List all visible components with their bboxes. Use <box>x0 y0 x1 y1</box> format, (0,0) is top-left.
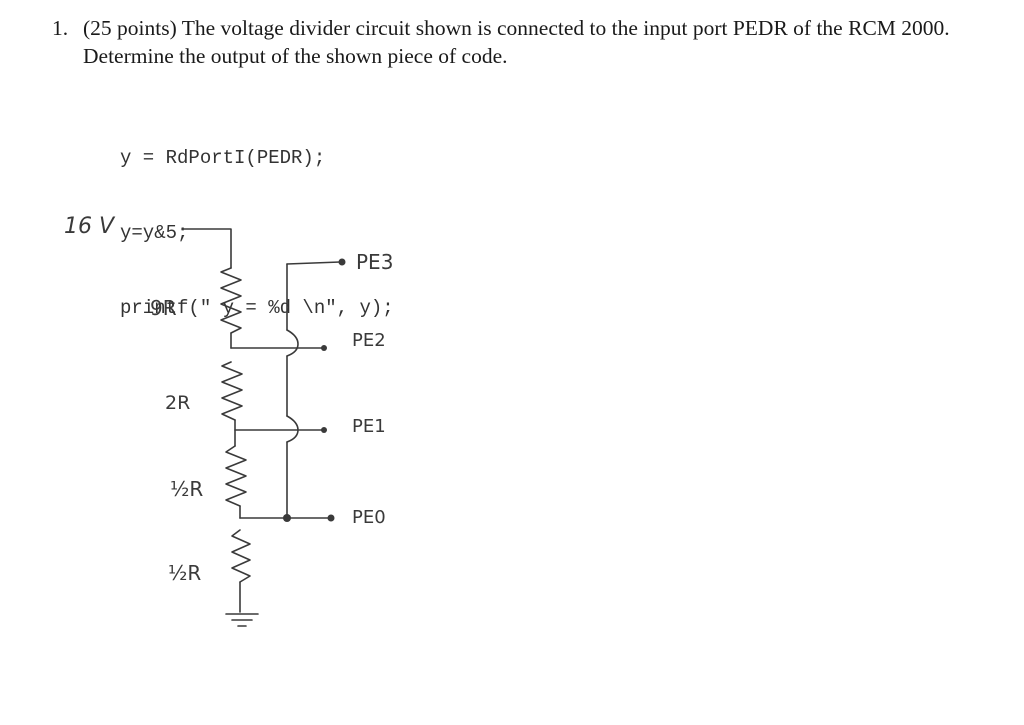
code-line-read: y = RdPortI(PEDR); <box>120 147 326 169</box>
terminal-pe2 <box>321 345 327 351</box>
terminal-pe3 <box>338 258 346 266</box>
question: 1. (25 points) The voltage divider circu… <box>52 14 992 70</box>
junction-dot <box>283 514 291 522</box>
resistor-2r-symbol <box>221 361 243 421</box>
port-label-pe2: PE2 <box>352 330 386 351</box>
wire-crossover-pe2 <box>286 329 299 357</box>
label-half-r-bottom: ½R <box>168 561 201 585</box>
question-text: (25 points) The voltage divider circuit … <box>83 16 950 68</box>
code-line-printf: printf(" y = %d \n", y); <box>120 297 394 319</box>
label-9r: 9R <box>150 296 177 320</box>
port-label-pe0: PE0 <box>352 507 386 528</box>
wire-pe3 <box>286 261 341 265</box>
terminal-pe1 <box>321 427 327 433</box>
port-label-pe3: PE3 <box>356 250 393 274</box>
code-line-mask: y=y&5; <box>120 222 189 244</box>
resistor-half-r-bottom-symbol <box>231 529 251 583</box>
port-label-pe1: PE1 <box>352 416 386 437</box>
label-2r: 2R <box>165 392 190 414</box>
code-block: y = RdPortI(PEDR); y=y&5; printf(" y = %… <box>120 96 394 346</box>
label-half-r-top: ½R <box>170 477 203 501</box>
supply-wire <box>181 228 232 269</box>
terminal-pe0 <box>327 514 335 522</box>
question-number: 1. <box>52 16 69 40</box>
voltage-divider-circuit: 16 V <box>64 214 393 627</box>
supply-voltage-label: 16 V <box>64 214 116 239</box>
resistor-half-r-top-symbol <box>225 445 247 507</box>
wire-crossover-pe1 <box>286 415 299 443</box>
resistor-9r-symbol <box>220 267 242 334</box>
